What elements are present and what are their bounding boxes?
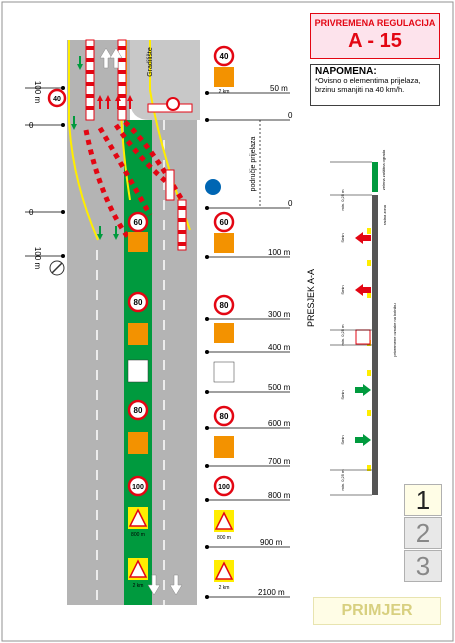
no-entry-icon (166, 97, 180, 111)
distance-2100m: 2100 m (258, 588, 285, 597)
left-sign-40: 40 (53, 96, 61, 103)
section-label: PRESJEK A-A (306, 269, 316, 327)
page-number-3[interactable]: 3 (404, 550, 442, 582)
sign-80-right-2: 80 (220, 412, 229, 421)
plate-800m-median: 800 m (131, 532, 145, 538)
distance-50m: 50 m (270, 84, 288, 93)
sign-80-median: 80 (134, 298, 143, 307)
sign-40: 40 (220, 52, 229, 61)
note-box: NAPOMENA: *Ovisno o elementima prijelaza… (310, 64, 440, 106)
section-green-arrow-icon (355, 384, 371, 396)
plate-2km-right: 2 km (219, 585, 230, 591)
section-smin-1: Smin (340, 233, 345, 242)
page-number-2[interactable]: 2 (404, 517, 442, 549)
sign-60-median: 60 (134, 218, 143, 227)
page-number-1[interactable]: 1 (404, 484, 442, 516)
note-heading: NAPOMENA: (315, 66, 377, 77)
keep-right-icon (205, 179, 221, 195)
distance-0-b: 0 (288, 199, 293, 208)
sign-100-median: 100 (132, 484, 144, 491)
plate-2km-top: 2 km (219, 89, 230, 95)
section-green-label: zelena zaštitna ograda (381, 149, 386, 190)
cross-section (330, 161, 378, 496)
note-text: *Ovisno o elementima prijelaza, brzinu s… (315, 76, 421, 94)
section-min-3: min. 0,25 m (340, 469, 345, 491)
distance-500m: 500 m (268, 383, 291, 392)
section-smin-4: Smin (340, 435, 345, 444)
green-arrow-icon (71, 116, 77, 130)
left-mark-100m-top: 100 m (33, 81, 42, 104)
red-arrow-icon (97, 95, 103, 109)
distance-300m: 300 m (268, 310, 291, 319)
plate-800m-right: 800 m (217, 535, 231, 541)
left-mark-zero-2: 0 (29, 208, 34, 217)
distance-0-a: 0 (288, 111, 293, 120)
left-markers (25, 86, 67, 276)
section-yellow-label: privremene oznake na kolniku (392, 303, 397, 356)
distance-100m: 100 m (268, 248, 291, 257)
section-smin-2: Smin (340, 285, 345, 294)
barrier-stripes (83, 39, 193, 251)
median-signs (127, 211, 149, 580)
transition-zone-label: područje prijelaza (250, 136, 257, 191)
left-mark-100m-bottom: 100 m (33, 247, 42, 270)
section-work-zone: radna zona (382, 204, 387, 225)
section-min-1: min. 0,25 m (340, 189, 345, 211)
worksite-label: Gradilište (147, 47, 154, 77)
watermark: PRIMJER (313, 597, 441, 625)
sign-60-right: 60 (220, 218, 229, 227)
roadside-signs (205, 45, 235, 582)
title-line-2: A - 15 (348, 30, 402, 52)
title-line-1: PRIVREMENA REGULACIJA (314, 18, 436, 28)
distance-600m: 600 m (268, 419, 291, 428)
distance-700m: 700 m (268, 457, 291, 466)
distance-lines (205, 92, 290, 598)
sign-80-median-2: 80 (134, 406, 143, 415)
distance-900m: 900 m (260, 538, 283, 547)
section-min-2: min. 0,25 m (340, 324, 345, 346)
left-mark-zero-1: 0 (29, 121, 34, 130)
section-red-arrow-icon (355, 232, 371, 244)
sign-80-right: 80 (220, 301, 229, 310)
lane-arrows (71, 47, 183, 596)
sign-100-right: 100 (218, 484, 230, 491)
section-smin-3: Smin (340, 390, 345, 399)
title-box: PRIVREMENA REGULACIJA A - 15 (310, 13, 440, 59)
distance-800m: 800 m (268, 491, 291, 500)
plate-2km-median: 2 km (133, 583, 144, 589)
distance-400m: 400 m (268, 343, 291, 352)
